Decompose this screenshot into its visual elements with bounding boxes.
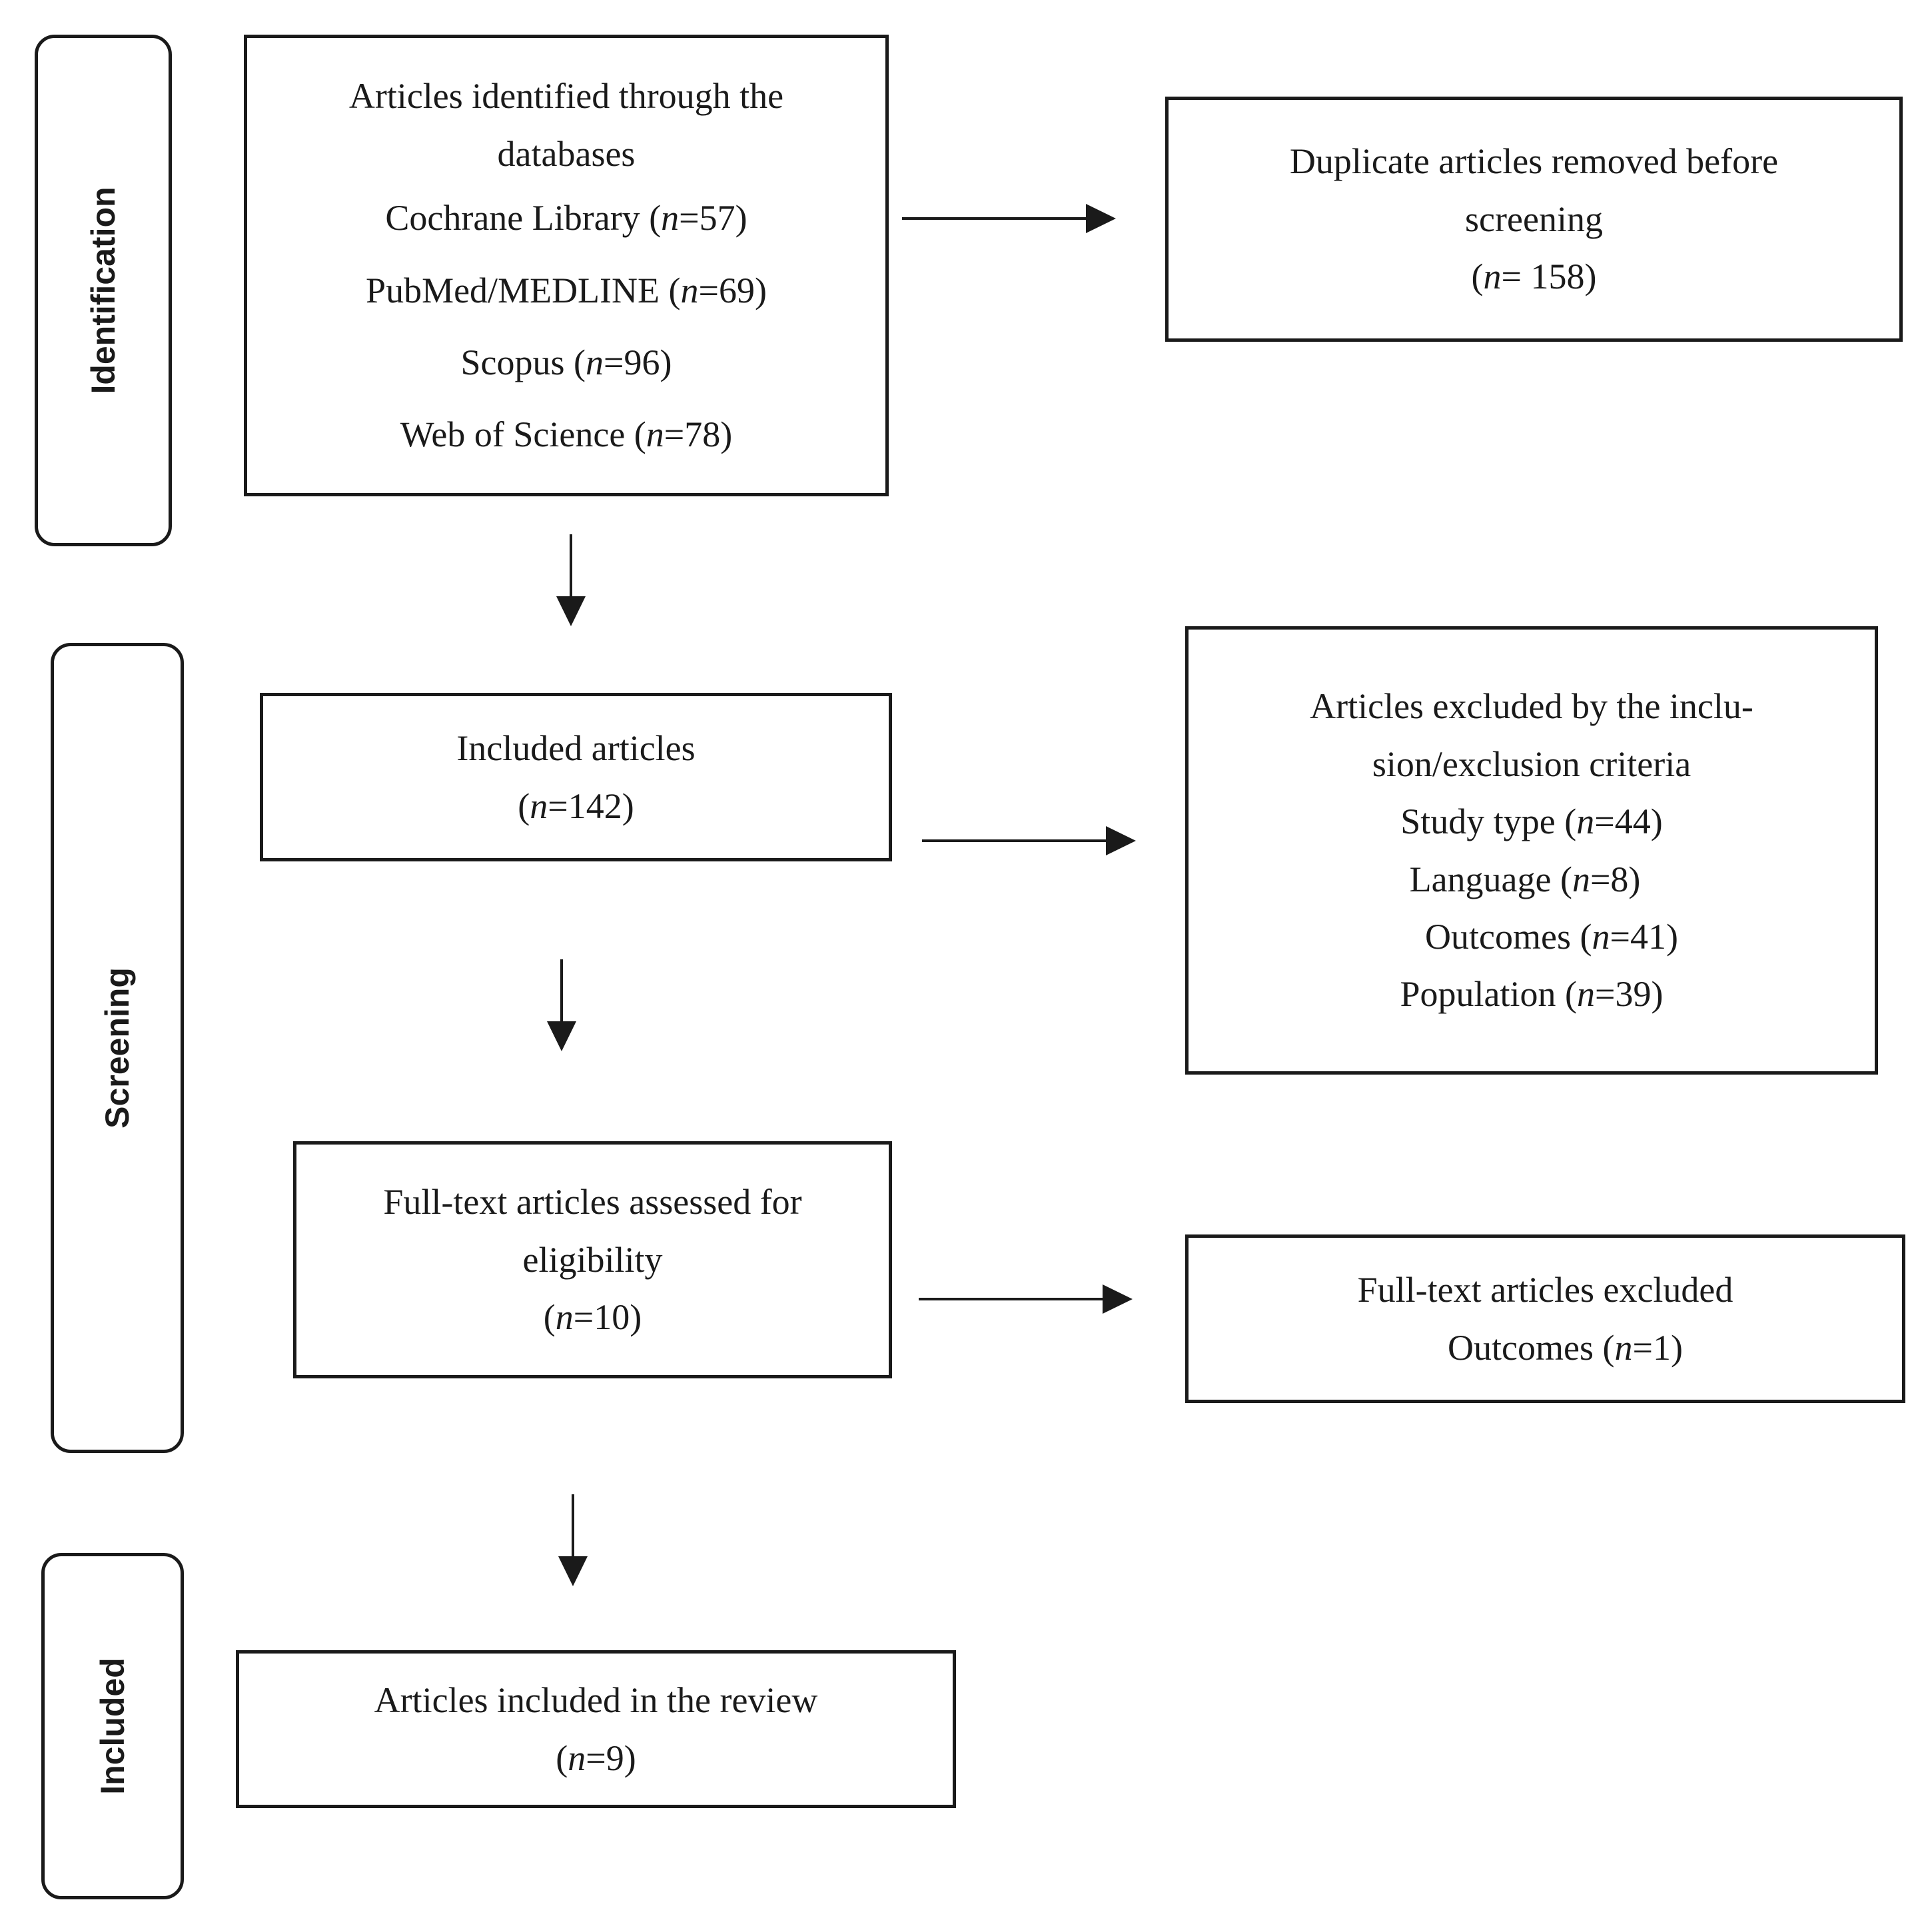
included-articles-count-row: (n=142) [518,785,634,826]
exclusion-reason-row: Study type (n=44) [1400,801,1663,842]
reason-count: 8 [1610,859,1629,899]
fulltext-assessed-count-row: (n=10) [543,1297,642,1338]
n-symbol: n [646,414,664,455]
n-symbol: n [586,342,604,382]
excluded-criteria-line1: Articles excluded by the inclu- [1310,686,1753,727]
n-symbol: n [555,1297,574,1338]
reason-count: 39 [1615,974,1652,1015]
duplicates-line1: Duplicate articles removed before [1289,141,1779,182]
reason-name: Language [1409,859,1552,899]
source-row: Cochrane Library (n=57) [385,198,747,239]
identified-title-line2: databases [497,133,636,174]
arrow-to-fulltext-excluded [919,1284,1133,1314]
n-symbol: n [568,1737,586,1778]
arrow-down-to-included-articles [556,534,586,626]
included-articles-title: Included articles [456,728,696,769]
arrow-down-to-fulltext-assessed [547,959,576,1051]
source-name: Scopus [460,342,565,382]
excluded-criteria-line2: sion/exclusion criteria [1372,743,1691,784]
arrow-to-duplicates [902,204,1116,233]
phase-identification: Identification [35,35,172,546]
fulltext-assessed-count: 10 [594,1297,630,1338]
review-count-row: (n=9) [556,1737,636,1778]
excluded-criteria-box: Articles excluded by the inclu- sion/exc… [1185,626,1878,1075]
review-title: Articles included in the review [374,1680,818,1721]
reason-count: 41 [1630,916,1666,957]
reason-name: Outcomes [1425,916,1571,957]
n-symbol: n [530,785,548,826]
source-count: 57 [699,198,735,239]
n-symbol: n [1572,859,1590,899]
identified-title-line1: Articles identified through the [348,76,784,117]
source-name: PubMed/MEDLINE [366,270,660,310]
source-count: 69 [718,270,755,310]
duplicates-count: 158 [1530,256,1585,297]
n-symbol: n [1576,801,1595,842]
n-symbol: n [661,198,680,239]
exclusion-reason-row: Language (n=8) [1409,859,1641,899]
identified-box: Articles identified through the database… [244,35,889,496]
reason-name: Outcomes [1448,1327,1594,1368]
duplicates-line2: screening [1465,199,1603,239]
source-name: Cochrane Library [385,198,640,239]
fulltext-assessed-line2: eligibility [522,1239,663,1280]
arrow-to-excluded-criteria [922,826,1136,855]
source-count: 96 [624,342,660,382]
fulltext-excluded-reason-row: Outcomes (n=1) [1448,1327,1683,1368]
included-articles-count: 142 [568,785,622,826]
exclusion-reason-row: Outcomes (n=41) [1425,916,1678,957]
phase-included: Included [41,1553,184,1899]
duplicates-count-row: (n= 158) [1471,256,1597,297]
n-symbol: n [1577,974,1596,1015]
source-name: Web of Science [400,414,626,455]
reason-count: 1 [1652,1327,1671,1368]
n-symbol: n [680,270,699,310]
source-count: 78 [684,414,721,455]
review-count: 9 [606,1737,624,1778]
n-symbol: n [1592,916,1610,957]
n-symbol: n [1614,1327,1633,1368]
source-row: Scopus (n=96) [460,342,672,382]
fulltext-assessed-box: Full-text articles assessed for eligibil… [293,1141,892,1378]
reason-name: Population [1400,974,1556,1015]
arrow-down-to-review [558,1494,588,1586]
review-box: Articles included in the review (n=9) [236,1650,956,1808]
reason-name: Study type [1400,801,1556,842]
phase-screening: Screening [51,643,184,1453]
n-symbol: n [1483,256,1502,297]
reason-count: 44 [1614,801,1651,842]
included-articles-box: Included articles (n=142) [260,693,892,861]
source-row: Web of Science (n=78) [400,414,733,455]
exclusion-reason-row: Population (n=39) [1400,974,1664,1015]
fulltext-assessed-line1: Full-text articles assessed for [383,1182,802,1222]
source-row: PubMed/MEDLINE (n=69) [366,270,767,310]
fulltext-excluded-box: Full-text articles excluded Outcomes (n=… [1185,1234,1905,1403]
duplicates-box: Duplicate articles removed before screen… [1165,97,1903,342]
fulltext-excluded-title: Full-text articles excluded [1357,1270,1733,1310]
